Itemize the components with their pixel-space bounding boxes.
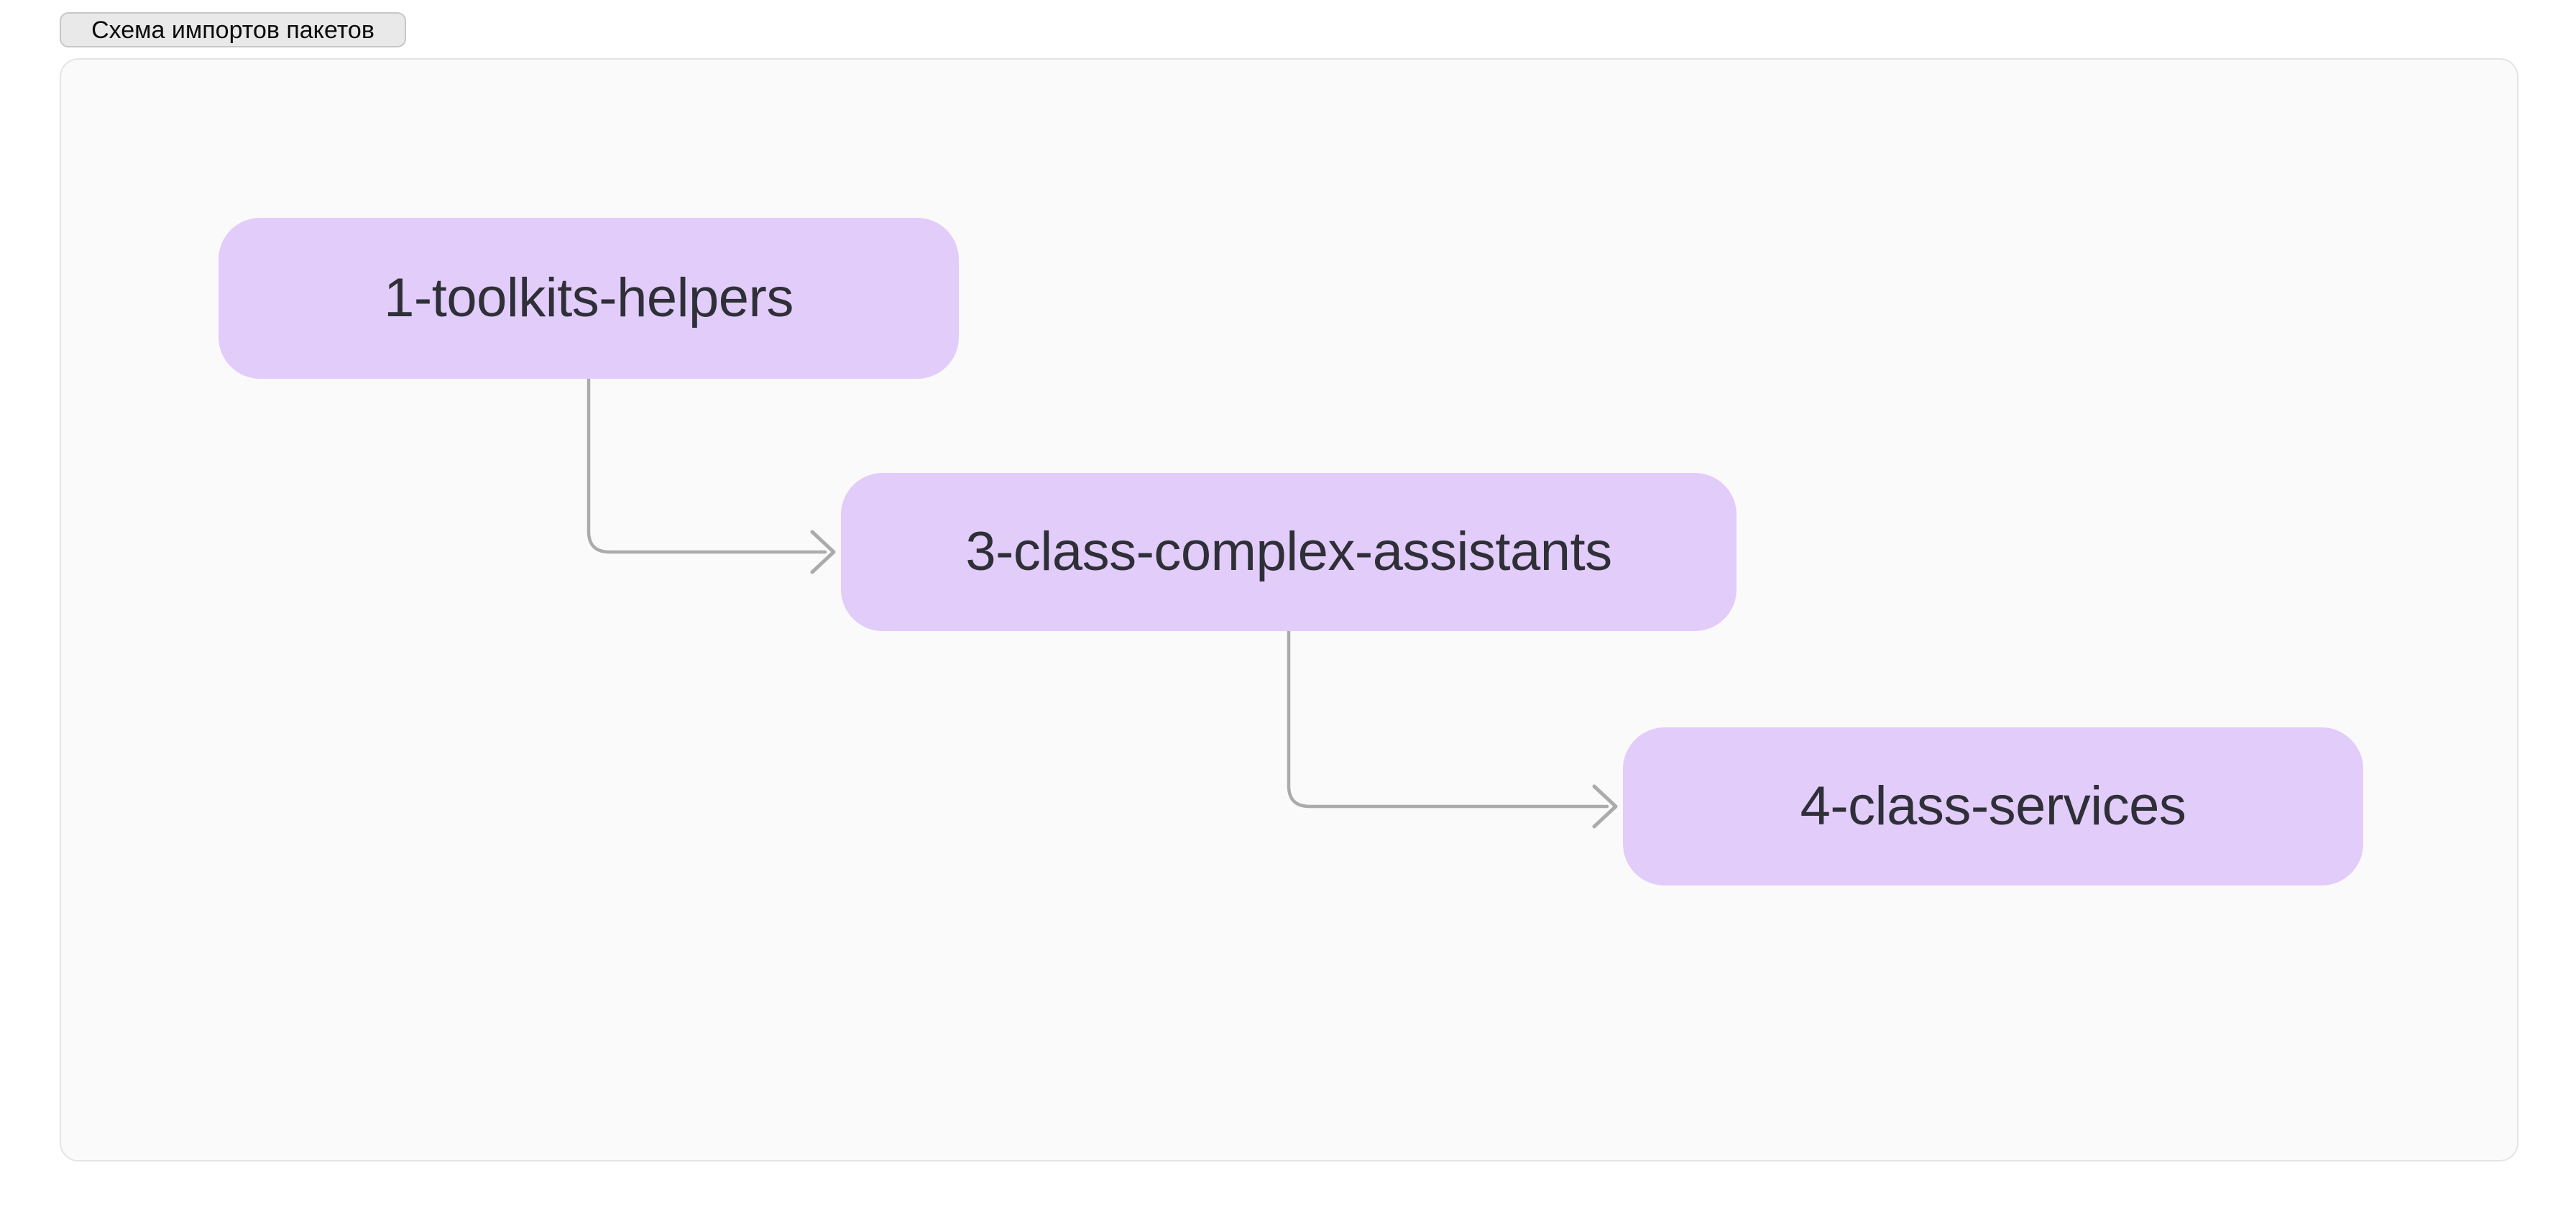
- diagram-title-button[interactable]: Схема импортов пакетов: [60, 12, 406, 47]
- node-toolkits-helpers-label: 1-toolkits-helpers: [384, 267, 794, 328]
- node-class-complex-assistants-label: 3-class-complex-assistants: [965, 521, 1612, 582]
- node-class-services-label: 4-class-services: [1800, 776, 2186, 837]
- node-class-services: 4-class-services: [1623, 727, 2363, 886]
- node-toolkits-helpers: 1-toolkits-helpers: [218, 218, 959, 379]
- node-class-complex-assistants: 3-class-complex-assistants: [841, 473, 1736, 631]
